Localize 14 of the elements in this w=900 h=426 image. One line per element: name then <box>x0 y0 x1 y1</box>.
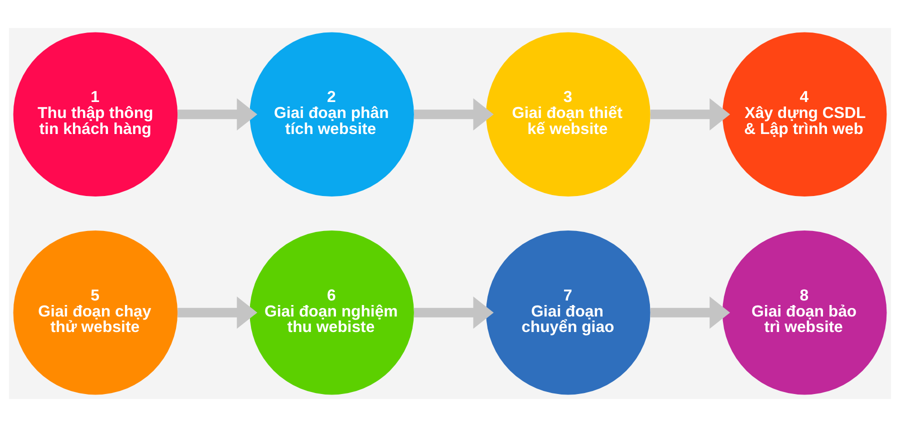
node-circle: 3 Giai đoạn thiết kế website <box>486 32 650 196</box>
node-circle: 8 Giai đoạn bảo trì website <box>722 230 887 394</box>
arrow <box>178 296 258 328</box>
arrow <box>650 296 730 328</box>
node-circle: 2 Giai đoạn phân tích website <box>250 32 414 196</box>
arrow <box>414 296 494 328</box>
node-circle: 1 Thu thập thông tin khách hàng <box>13 32 178 196</box>
node-circle: 7 Giai đoạn chuyển giao <box>486 230 650 394</box>
node-circle: 4 Xây dựng CSDL & Lập trình web <box>722 32 887 196</box>
arrow <box>414 98 494 130</box>
arrow <box>650 98 730 130</box>
node-circle: 5 Giai đoạn chạy thử website <box>13 230 178 394</box>
node-circle: 6 Giai đoạn nghiệm thu webiste <box>250 230 414 394</box>
arrow <box>178 98 258 130</box>
